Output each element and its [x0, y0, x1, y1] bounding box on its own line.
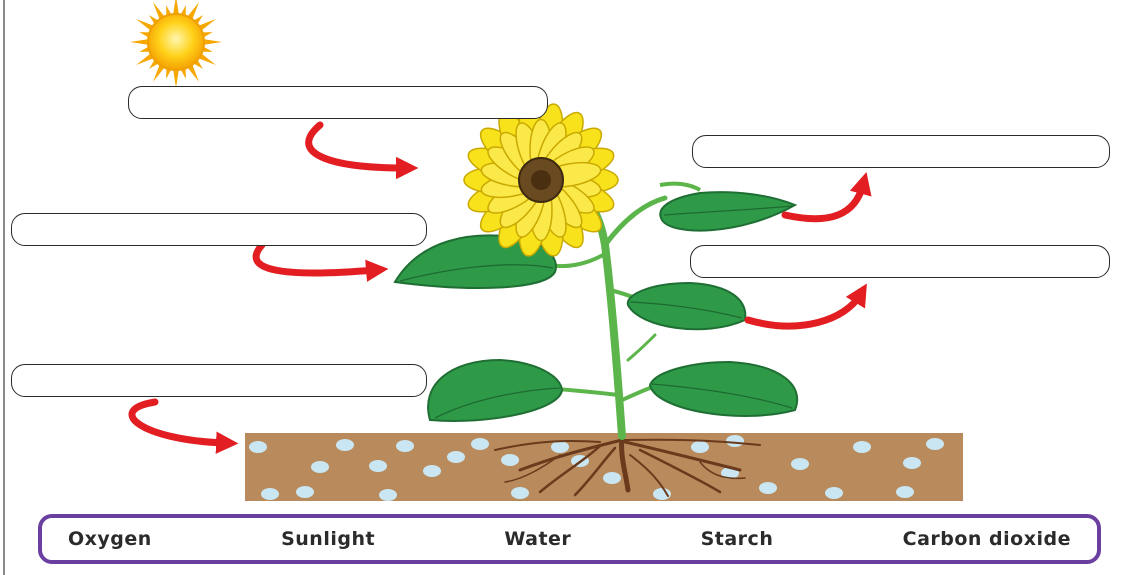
- answer-box-soil[interactable]: [11, 364, 427, 397]
- arrow-from-right-leaf: [748, 295, 860, 326]
- answer-box-leaf[interactable]: [11, 213, 427, 246]
- word-oxygen[interactable]: Oxygen: [68, 528, 152, 550]
- arrow-to-flower: [309, 125, 405, 168]
- answer-box-right[interactable]: [690, 245, 1110, 278]
- word-water[interactable]: Water: [504, 528, 571, 550]
- word-bank: Oxygen Sunlight Water Starch Carbon diox…: [38, 514, 1101, 564]
- arrow-from-top-right-leaf: [785, 185, 863, 219]
- word-starch[interactable]: Starch: [701, 528, 774, 550]
- arrow-to-leaf: [256, 245, 375, 273]
- answer-box-flower[interactable]: [128, 86, 548, 119]
- answer-box-top-right[interactable]: [692, 135, 1110, 168]
- flower-icon: [464, 102, 700, 259]
- word-sunlight[interactable]: Sunlight: [281, 528, 375, 550]
- word-carbon-dioxide[interactable]: Carbon dioxide: [903, 528, 1071, 550]
- sun-icon: [130, 0, 222, 88]
- arrow-to-soil: [132, 402, 225, 443]
